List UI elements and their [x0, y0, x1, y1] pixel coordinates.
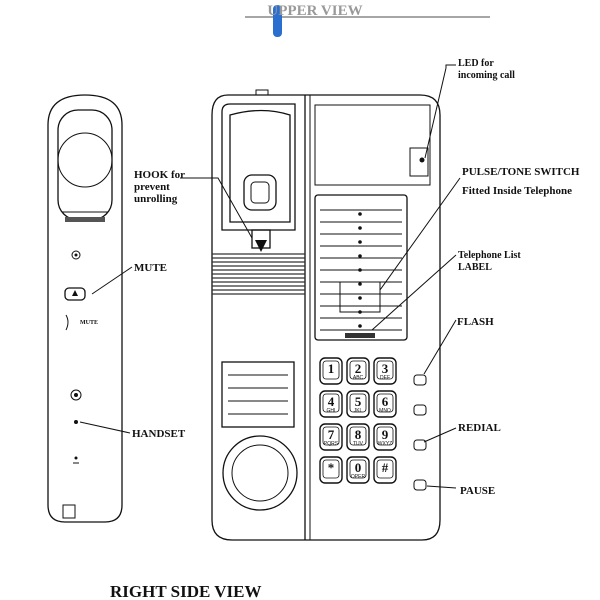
label-window-dots — [358, 212, 362, 328]
key-digit: * — [328, 460, 335, 475]
key-letters: ABC — [353, 375, 364, 381]
telephone-list-callout-line — [371, 254, 457, 331]
redial-button[interactable] — [413, 439, 427, 451]
telephone-list-window — [314, 194, 408, 341]
key-hash[interactable]: # — [373, 456, 397, 484]
key-letters: PQRS — [324, 441, 339, 447]
key-digit: # — [382, 460, 389, 475]
key-letters: TUV — [353, 441, 364, 447]
svg-text:unrolling: unrolling — [134, 193, 178, 205]
side-buttons — [413, 374, 427, 491]
key-star[interactable]: * — [319, 456, 343, 484]
pause-label: PAUSE — [460, 485, 495, 497]
key-digit: 9 — [382, 427, 389, 442]
key-digit: 5 — [355, 394, 362, 409]
led — [409, 147, 429, 177]
handset: MUTE — [47, 94, 123, 523]
key-digit: 1 — [328, 361, 335, 376]
key-1[interactable]: 1 — [319, 357, 343, 385]
mute-button[interactable] — [64, 287, 86, 301]
fitted-label: Fitted Inside Telephone — [462, 185, 572, 197]
base-unit — [211, 89, 441, 541]
key-letters: DEF — [380, 375, 390, 381]
handset-callout-line — [79, 421, 131, 434]
hook-callout-line — [180, 177, 253, 239]
key-digit: 6 — [382, 394, 389, 409]
key-digit: 0 — [355, 460, 362, 475]
led-callout-line — [424, 67, 447, 159]
led-label: LED for incoming call — [458, 58, 515, 81]
flash-button[interactable] — [413, 374, 427, 386]
key-letters: JKL — [354, 408, 363, 414]
mute-button-text: MUTE — [80, 320, 98, 326]
svg-text:incoming call: incoming call — [458, 70, 515, 81]
led-callout-top — [445, 64, 456, 68]
key-digit: 7 — [328, 427, 335, 442]
redial-callout-line — [423, 427, 457, 443]
key-digit: 2 — [355, 361, 362, 376]
svg-text:LED for: LED for — [458, 58, 494, 69]
speaker-grille — [212, 253, 305, 295]
key-digit: 3 — [382, 361, 389, 376]
memory-button[interactable] — [413, 404, 427, 416]
flash-callout-line — [423, 319, 457, 375]
right-side-view-label: RIGHT SIDE VIEW — [110, 582, 261, 600]
pulse-tone-label: PULSE/TONE SWITCH — [462, 166, 580, 178]
key-letters: GHI — [327, 408, 336, 414]
key-digit: 4 — [328, 394, 335, 409]
redial-label: REDIAL — [458, 422, 501, 434]
mute-label: MUTE — [134, 262, 167, 274]
pulse-tone-callout-line — [379, 177, 461, 291]
upper-view-marker — [273, 5, 282, 37]
svg-text:HOOK for: HOOK for — [134, 169, 185, 181]
label-window-lines — [320, 209, 402, 331]
key-letters: WXYZ — [378, 441, 392, 447]
mute-callout-line — [91, 266, 133, 295]
pause-button[interactable] — [413, 479, 427, 491]
svg-text:Telephone List: Telephone List — [458, 250, 521, 261]
flash-label: FLASH — [457, 316, 494, 328]
handset-label: HANDSET — [132, 428, 186, 440]
key-letters: MNO — [379, 408, 391, 414]
key-digit: 8 — [355, 427, 362, 442]
hook-label: HOOK for prevent unrolling — [134, 169, 185, 205]
svg-text:LABEL: LABEL — [458, 262, 492, 273]
pause-callout-line — [426, 485, 457, 489]
key-letters: OPER — [351, 474, 366, 480]
svg-text:prevent: prevent — [134, 181, 170, 193]
upper-view-label: UPPER VIEW — [267, 3, 362, 19]
telephone-list-label: Telephone List LABEL — [458, 250, 521, 273]
